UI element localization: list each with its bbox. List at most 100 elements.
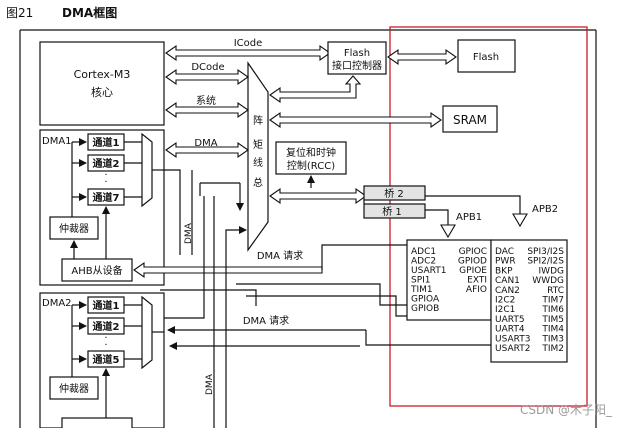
peripheral-link-2 [246,295,407,317]
dma1-ellipsis-1: · [104,170,107,181]
apb2-peripheral-10-1: TIM2 [541,344,564,354]
dma1-arbiter [49,216,99,240]
ahb-to-bridge-arrow [269,187,367,205]
dma2-mux [141,295,153,370]
apb2-peripheral-2-1: IWDG [539,266,564,276]
apb2-label: APB2 [532,204,558,215]
figure-number: 图21 [6,6,33,20]
bridge-1 [363,203,426,219]
rcc-label-1: 复位和时钟 [286,146,336,159]
sram-label: SRAM [453,113,487,127]
cortex-core-label: 核心 [91,85,113,99]
flash-ctrl-label-1: Flash [344,48,370,59]
cortex-label: Cortex-M3 [74,68,131,81]
apb1-peripheral-1-0: ADC2 [411,257,436,267]
dma2-arbiter [49,376,99,400]
apb1-peripheral-2-1: GPIOE [459,266,487,276]
apb2-peripheral-9-1: TIM3 [541,334,564,344]
dma1-request-label: DMA 请求 [257,249,303,262]
flash-interface-controller [327,41,387,75]
dma1-request-wire [321,244,407,270]
apb1-peripheral-0-0: ADC1 [411,247,436,257]
bridge-2 [363,185,426,201]
apb2-peripheral-1-1: SPI2/I2S [527,257,564,267]
apb2-peripheral-3-1: WWDG [532,276,564,286]
rcc-label-2: 控制(RCC) [287,159,335,172]
dma1-channel-7-label: 通道7 [93,191,120,204]
apb1-label: APB1 [456,212,482,223]
apb2-peripheral-3-0: CAN1 [495,276,520,286]
apb2-peripherals-box [490,239,568,363]
apb1-peripheral-4-1: AFIO [466,285,487,295]
flash-ctrl-label-2: 接口控制器 [332,59,382,72]
dcode-label: DCode [191,62,224,73]
peripheral-link-1 [236,283,407,306]
dma1-bus-line [164,169,181,255]
apb2-peripheral-5-1: TIM7 [541,296,564,306]
dma-bus-label: DMA [194,138,217,149]
dma1-channel-2-label: 通道2 [93,157,120,170]
system-bus-arrow [165,101,249,119]
dma1-bus-label: DMA [184,222,194,244]
figure-title: DMA框图 [62,5,117,20]
apb1-peripheral-6-0: GPIOB [411,304,439,314]
bus-matrix-char-3: 线 [253,156,263,169]
watermark: CSDN @木子阳_ [520,403,613,417]
apb2-peripheral-7-1: TIM5 [541,315,564,325]
apb2-peripheral-10-0: USART2 [495,344,530,354]
dma1-arbiter-label: 仲裁器 [59,222,89,235]
apb2-peripheral-8-0: UART4 [495,325,525,335]
flash-block [457,39,516,73]
dma1-mux [141,132,153,208]
sram-block [442,105,498,133]
dma2-request-wire [365,330,491,346]
matrix-to-sram-arrow [269,111,442,129]
apb2-peripheral-4-0: CAN2 [495,286,520,296]
dma1-ahb-slave-label: AHB从设备 [71,264,122,277]
bus-matrix-char-1: 阵 [253,114,263,127]
apb1-peripheral-3-1: EXTI [467,276,487,286]
apb1-peripheral-1-1: GPIOD [458,257,487,267]
system-label: 系统 [196,94,216,107]
apb1-peripheral-3-0: SPI1 [411,276,431,286]
dma2-channel-1-label: 通道1 [93,299,120,312]
apb2-peripheral-7-0: UART5 [495,315,525,325]
bridge-1-label: 桥 1 [382,206,402,218]
bus-matrix-char-4: 总 [253,176,263,189]
dma2-bus-line [164,196,205,319]
dma1-label: DMA1 [42,136,72,147]
apb2-peripheral-1-0: PWR [495,257,516,267]
apb2-peripheral-6-1: TIM6 [541,305,564,315]
peripheral-link-3 [160,289,257,306]
apb1-peripherals-box [406,239,492,321]
dma2-ellipsis-1: · [104,333,107,344]
dma1-ahb-slave [61,258,133,282]
bridge-2-label: 桥 2 [384,188,404,200]
cortex-m3-block [39,41,165,126]
icode-label: ICode [234,38,263,49]
bus-matrix [247,61,269,252]
dma2-ahb-slave [61,417,133,428]
apb1-peripheral-2-0: USART1 [411,266,446,276]
flash-label: Flash [473,52,499,63]
rcc-block [275,141,347,175]
flash-ctrl-to-flash-arrow [387,48,457,66]
dma2-label: DMA2 [42,298,72,309]
apb2-peripheral-8-1: TIM4 [541,325,564,335]
dma1-ellipsis-2: · [104,177,107,188]
matrix-flash-ctrl-arrow [269,75,362,104]
apb2-bus-line [425,195,521,222]
dma2-arbiter-label: 仲裁器 [59,382,89,395]
dcode-bus-arrow [165,68,249,86]
apb2-peripheral-0-1: SPI3/I2S [527,247,564,257]
dma2-request-label: DMA 请求 [243,314,289,327]
dma2-bus-label: DMA [205,373,215,395]
apb1-arrowhead [440,224,456,239]
dma-bus-arrow [165,141,249,159]
apb2-peripheral-0-0: DAC [495,247,514,257]
apb1-peripheral-0-1: GPIOC [459,247,487,257]
dma1-channel-1-label: 通道1 [93,136,120,149]
